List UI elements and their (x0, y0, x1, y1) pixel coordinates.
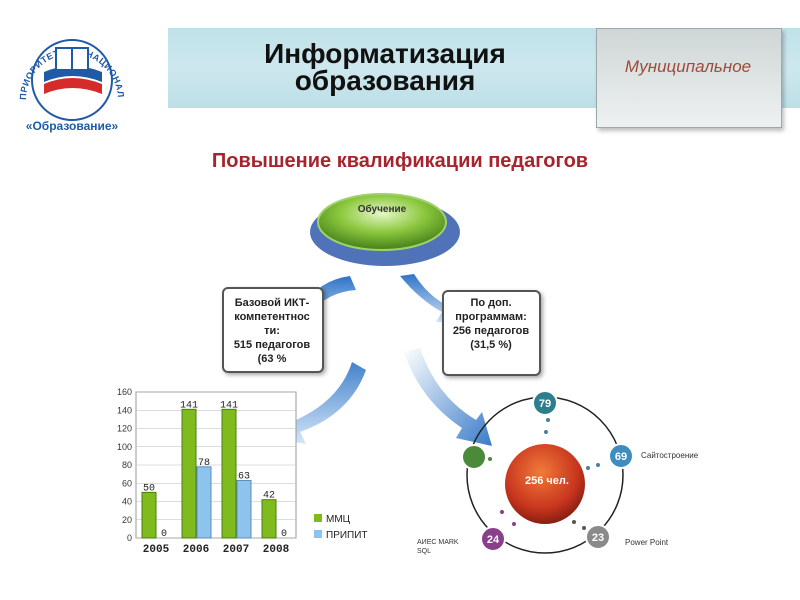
x-tick-label: 2007 (223, 544, 249, 556)
cycle-node (532, 390, 558, 416)
x-tick-label: 2005 (143, 544, 170, 556)
cycle-dot (512, 522, 516, 526)
cycle-label-mark: АИЕС MARK SQL (417, 539, 459, 555)
title-line1: Информатизация (264, 38, 506, 69)
cycle-dot (544, 430, 548, 434)
slide-subtitle: Повышение квалификации педагогов (211, 150, 589, 172)
logo-caption: «Образование» (26, 119, 119, 133)
y-tick-label: 140 (117, 405, 132, 415)
bar-chart: 0 20 40 60 80 100 120 140 160 50 0 2005 141 78 2006 141… (117, 387, 368, 556)
bar-ММЦ (141, 491, 157, 539)
municipal-label: Муниципальное (624, 57, 752, 76)
y-tick-label: 80 (122, 460, 132, 470)
top-node-label: Обучение (357, 204, 407, 215)
legend-label: ММЦ (326, 514, 351, 525)
logo: ПРИОРИТЕТНЫЕ НАЦИОНАЛЬНЫЕ ПРОЕКТЫ «Образ… (3, 14, 168, 134)
cycle-dot (596, 463, 600, 467)
top-node (317, 193, 447, 251)
cycle-node (585, 524, 611, 550)
y-tick-label: 0 (127, 533, 132, 543)
arrow-right-lower (404, 348, 492, 446)
y-tick-label: 160 (117, 387, 132, 397)
y-tick-label: 20 (122, 515, 132, 525)
right-line2: программам: (455, 311, 527, 323)
right-info-text: По доп. программам: 256 педагогов (31,5 … (445, 296, 537, 352)
cycle-node-value: 23 (592, 532, 604, 544)
left-line4: 515 педагогов (233, 339, 311, 351)
bar-ММЦ (181, 408, 197, 539)
x-tick-label: 2006 (183, 544, 209, 556)
y-tick-label: 60 (122, 478, 132, 488)
left-line2: компетентнос (234, 311, 310, 323)
cycle-center-label: 256 чел. (525, 475, 569, 487)
bar-value-label: 0 (161, 529, 167, 540)
y-tick-label: 120 (117, 424, 132, 434)
bar-value-label: 78 (198, 458, 210, 469)
left-line5: (63 % (257, 353, 287, 365)
cycle-node (608, 443, 634, 469)
x-tick-label: 2008 (263, 544, 290, 556)
cycle-label-powerpoint: Power Point (625, 538, 669, 547)
cycle-label-right: Сайтостроение (641, 451, 699, 460)
left-info-box (222, 287, 324, 373)
cycle-dot (572, 520, 576, 524)
bar-value-label: 63 (238, 472, 250, 483)
cycle-dot (586, 466, 590, 470)
cycle-nodes: 79 69 23 24 (461, 390, 634, 552)
right-line4: (31,5 %) (470, 339, 512, 351)
cycle-dot (546, 418, 550, 422)
right-line3: 256 педагогов (452, 325, 530, 337)
bar-ММЦ (261, 499, 277, 539)
cycle-dot (500, 510, 504, 514)
cycle-node (461, 444, 487, 470)
left-line1: Базовой ИКТ- (234, 297, 310, 309)
y-tick-label: 40 (122, 497, 132, 507)
cycle-node-value: 24 (487, 534, 500, 546)
bar-value-label: 141 (180, 400, 198, 411)
right-info-box (442, 290, 541, 376)
cycle-node (480, 526, 506, 552)
page-title: Информатизация образования (235, 38, 535, 96)
bar-value-label: 0 (281, 529, 287, 540)
legend-label: ПРИПИТ (326, 530, 368, 541)
bar-value-label: 141 (220, 400, 238, 411)
legend-swatch (314, 514, 322, 522)
left-info-text: Базовой ИКТ- компетентнос ти: 515 педаго… (226, 296, 318, 366)
bar-value-label: 50 (143, 483, 155, 494)
legend-swatch (314, 530, 322, 538)
title-line2: образования (294, 65, 476, 96)
bar-value-label: 42 (263, 491, 275, 502)
bar-ПРИПИТ (196, 466, 212, 539)
left-line3: ти: (264, 325, 280, 337)
y-tick-label: 100 (117, 442, 132, 452)
right-line1: По доп. (470, 297, 512, 309)
cycle-dot (488, 457, 492, 461)
bar-ММЦ (221, 408, 237, 539)
municipal-box (596, 28, 782, 128)
bar-ПРИПИТ (236, 480, 252, 539)
cycle-node-value: 79 (539, 398, 551, 410)
cycle-center (505, 444, 585, 524)
cycle-node-value: 69 (615, 451, 627, 463)
cycle-dot (582, 526, 586, 530)
